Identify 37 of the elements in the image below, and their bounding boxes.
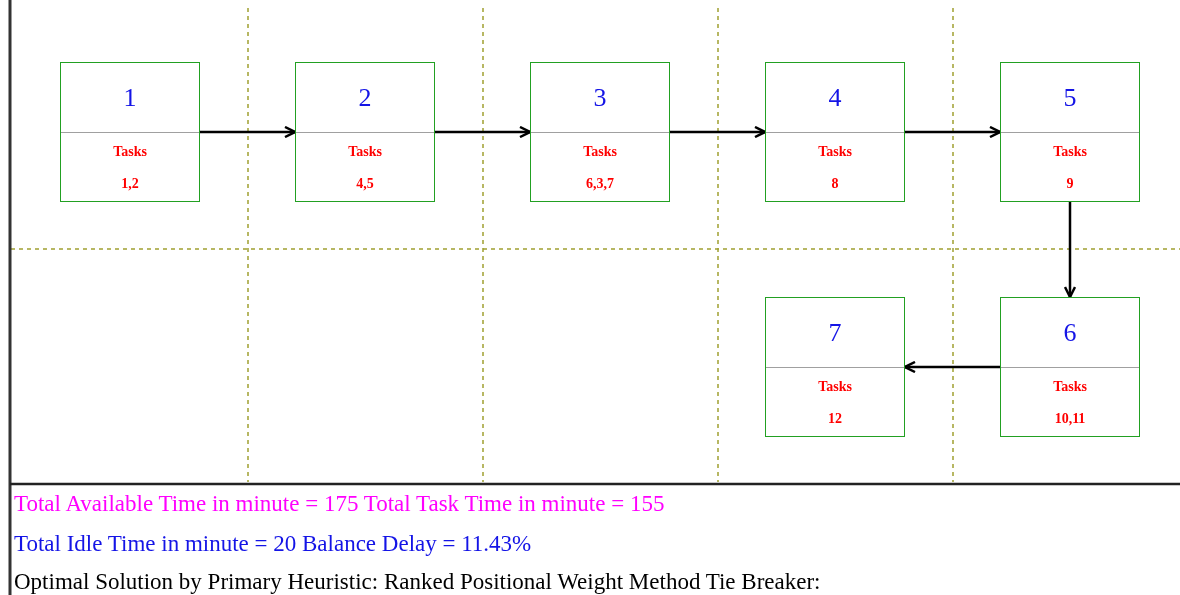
station-box bbox=[530, 62, 670, 202]
tasks-heading: Tasks bbox=[1052, 143, 1088, 161]
station-number: 6 bbox=[1062, 318, 1078, 348]
station-box bbox=[765, 62, 905, 202]
tasks-heading: Tasks bbox=[112, 143, 148, 161]
summary-text: Total Available Time in minute = 175 Total Task Time in minute = 155 bbox=[14, 490, 665, 518]
arrow bbox=[905, 125, 1002, 139]
task-list: 4,5 bbox=[296, 175, 434, 193]
tasks-heading: Tasks bbox=[347, 143, 383, 161]
tasks-heading: Tasks bbox=[582, 143, 618, 161]
station-number: 1 bbox=[122, 83, 138, 113]
station-box bbox=[60, 62, 200, 202]
station-number: 3 bbox=[592, 83, 608, 113]
arrow bbox=[435, 125, 532, 139]
tasks-heading: Tasks bbox=[817, 143, 853, 161]
station-number: 5 bbox=[1062, 83, 1078, 113]
station-box bbox=[295, 62, 435, 202]
task-list: 10,11 bbox=[1001, 410, 1139, 428]
arrow bbox=[1063, 202, 1077, 299]
arrow bbox=[670, 125, 767, 139]
station-number: 7 bbox=[827, 318, 843, 348]
arrow bbox=[200, 125, 297, 139]
arrow bbox=[903, 360, 1000, 374]
station-box bbox=[765, 297, 905, 437]
summary-text: Optimal Solution by Primary Heuristic: Ranked Positional Weight Method Tie Breaker: bbox=[14, 568, 821, 595]
task-list: 9 bbox=[1001, 175, 1139, 193]
task-list: 12 bbox=[766, 410, 904, 428]
station-number: 2 bbox=[357, 83, 373, 113]
task-list: 1,2 bbox=[61, 175, 199, 193]
station-number: 4 bbox=[827, 83, 843, 113]
task-list: 8 bbox=[766, 175, 904, 193]
summary-text: Total Idle Time in minute = 20 Balance Delay = 11.43% bbox=[14, 530, 532, 558]
task-list: 6,3,7 bbox=[531, 175, 669, 193]
tasks-heading: Tasks bbox=[817, 378, 853, 396]
tasks-heading: Tasks bbox=[1052, 378, 1088, 396]
station-box bbox=[1000, 297, 1140, 437]
station-box bbox=[1000, 62, 1140, 202]
